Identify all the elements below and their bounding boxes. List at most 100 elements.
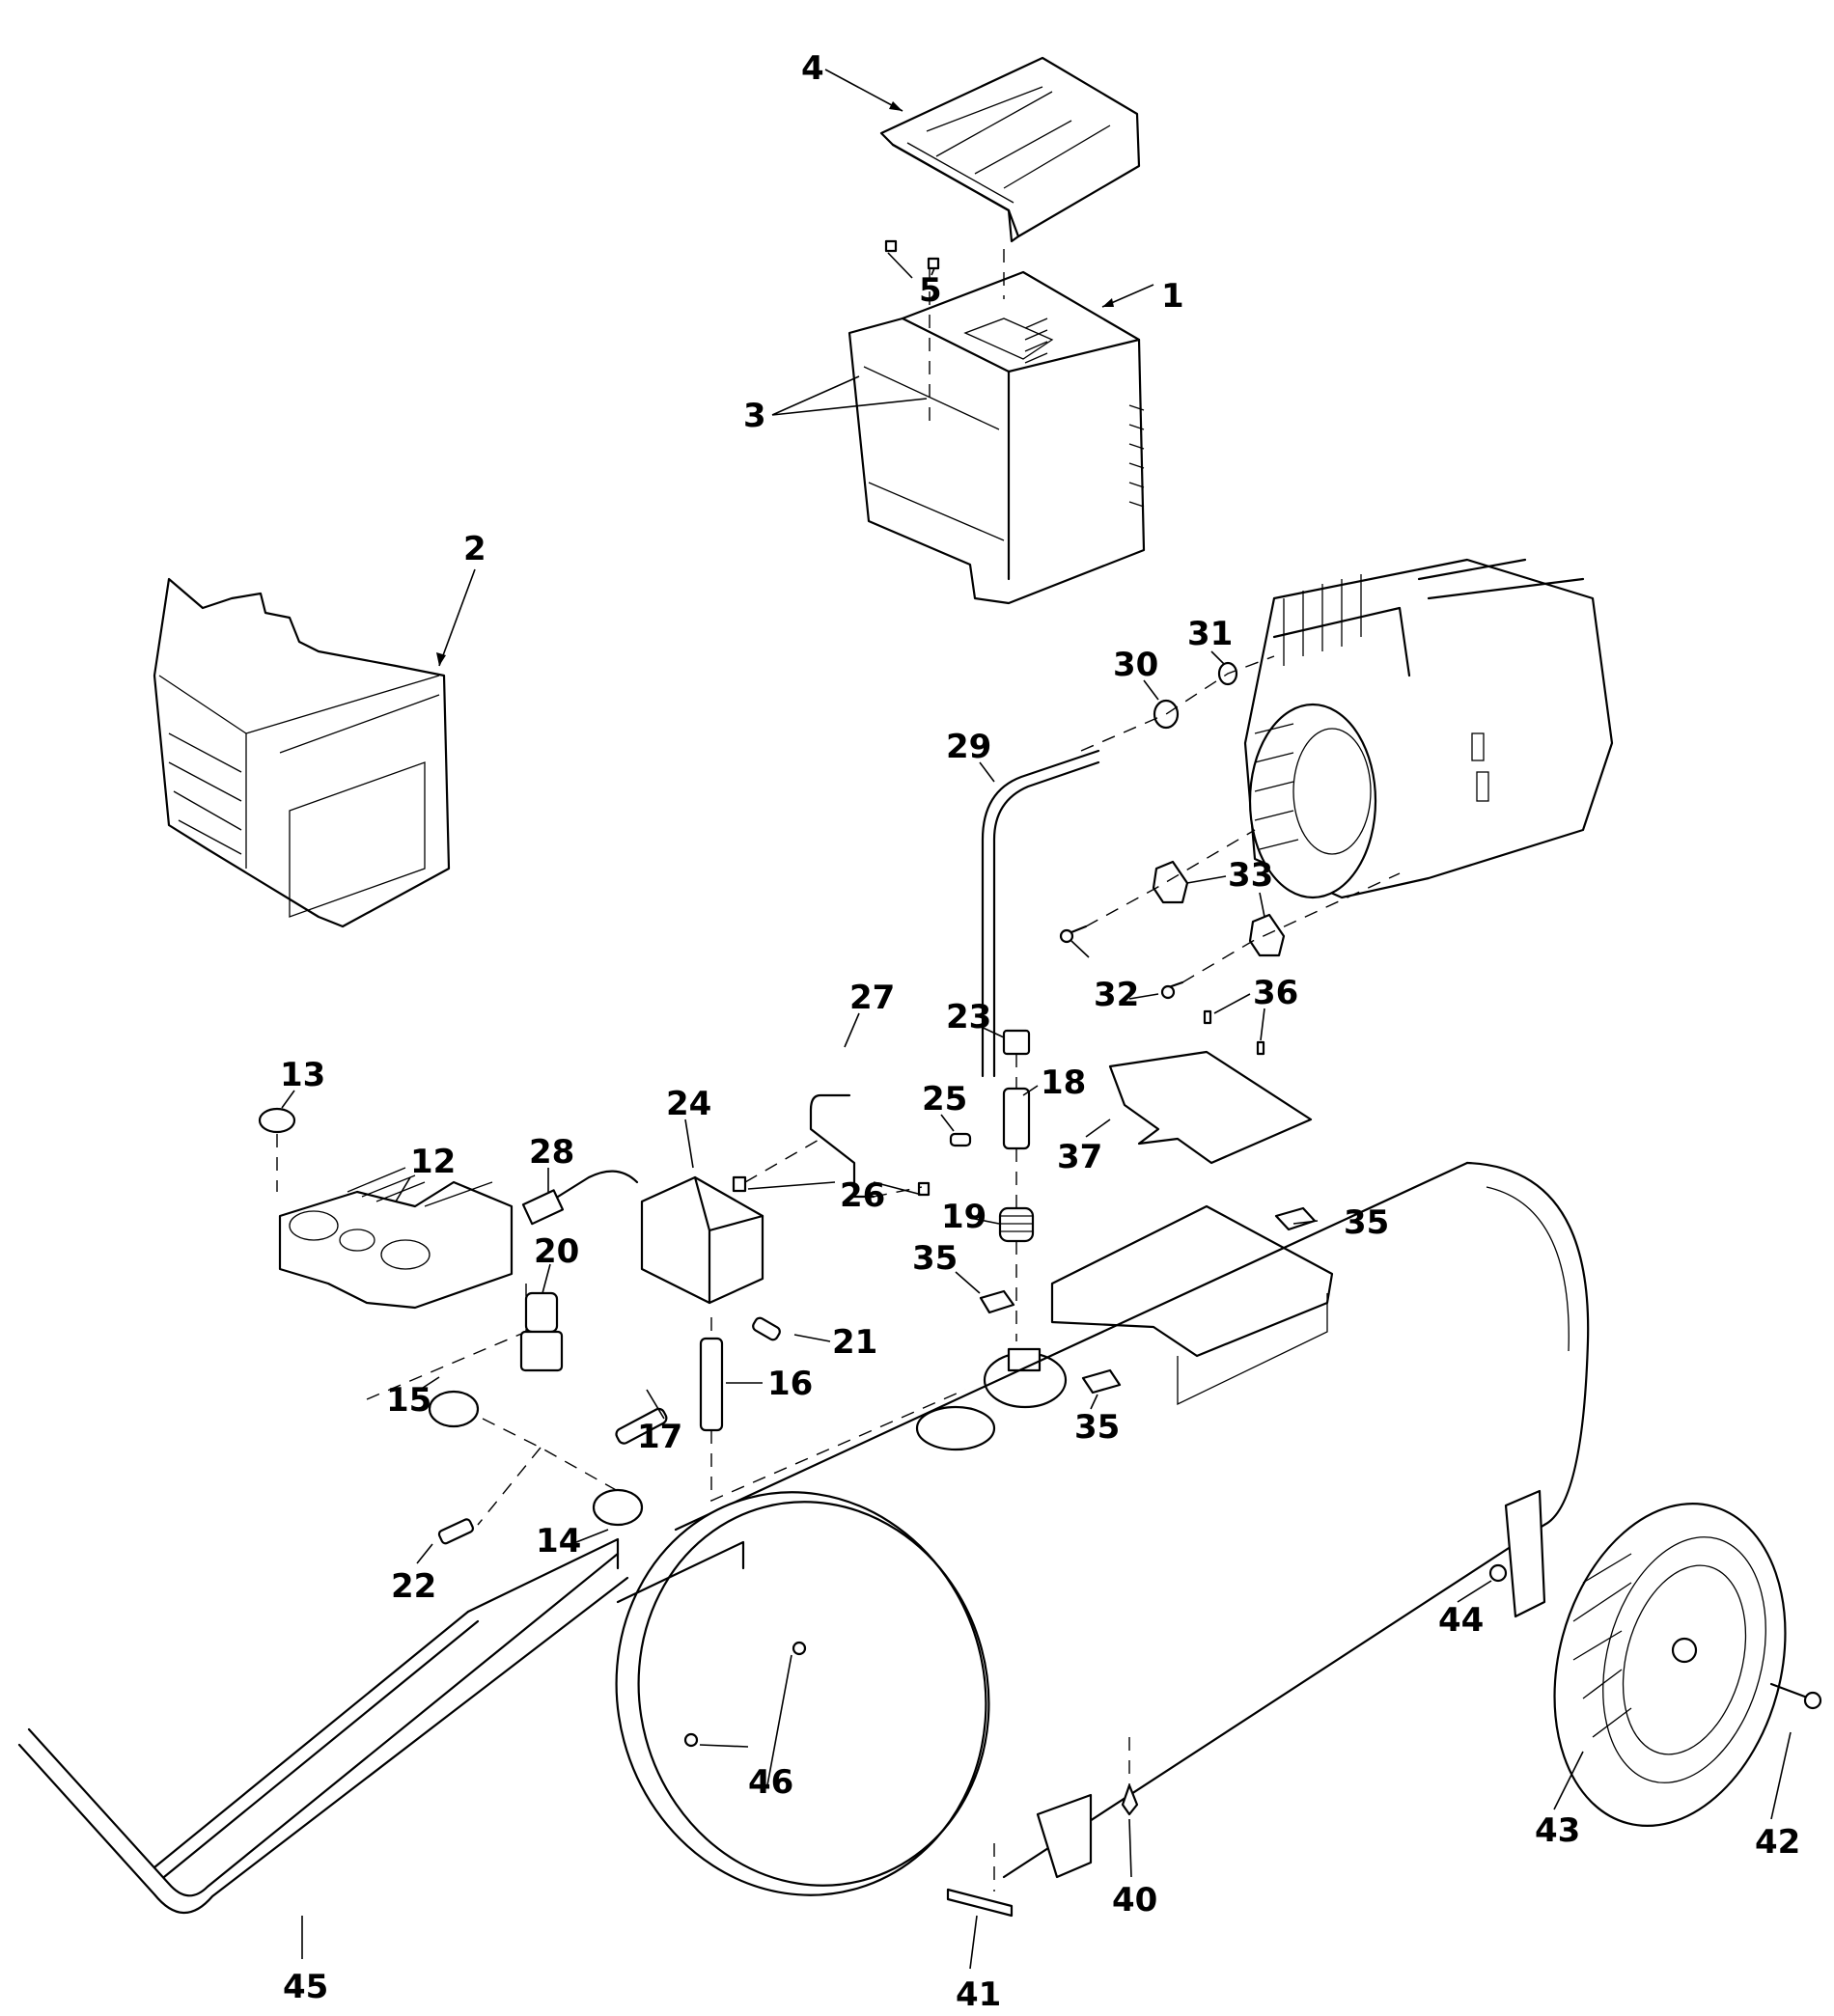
callout-35: 35 35 35 [912, 1203, 1389, 1447]
part-14-gauge [592, 1488, 644, 1527]
callout-44: 44 [1438, 1580, 1492, 1640]
label-16: 16 [767, 1365, 813, 1403]
part-42-axle-bolt [1769, 1682, 1822, 1710]
callout-4: 4 [801, 49, 903, 112]
callout-36: 36 [1213, 974, 1298, 1041]
part-41-rubber-foot [946, 1888, 1014, 1918]
callout-33: 33 [1186, 856, 1273, 918]
callout-15: 15 [386, 1376, 440, 1420]
label-44: 44 [1438, 1601, 1484, 1640]
callout-19: 19 [941, 1198, 1000, 1236]
label-35c: 35 [1074, 1408, 1120, 1447]
callout-37: 37 [1057, 1118, 1111, 1176]
label-4: 4 [801, 49, 824, 88]
label-1: 1 [1161, 277, 1184, 316]
mounting-bracket [1050, 1204, 1334, 1406]
label-25: 25 [922, 1080, 967, 1118]
pump-motor-assembly [1243, 558, 1614, 899]
part-16-manifold-tube [699, 1337, 724, 1432]
label-35b: 35 [912, 1239, 958, 1278]
label-41: 41 [956, 1975, 1001, 2014]
callout-5: 5 [887, 252, 942, 310]
part-19-spring [998, 1206, 1035, 1243]
part-27-unloader-tube [809, 1093, 875, 1199]
callout-30: 30 [1113, 646, 1159, 701]
callout-25: 25 [922, 1080, 967, 1132]
callout-26: 26 [747, 1176, 923, 1215]
part-13-gauge-ring [258, 1107, 296, 1134]
part-28-power-cord [521, 1170, 639, 1226]
part-18-check-valve [1002, 1087, 1031, 1150]
callout-13: 13 [280, 1056, 325, 1109]
part-46-screws [683, 1641, 807, 1748]
part-26-tube-nuts [732, 1175, 931, 1197]
label-26: 26 [840, 1176, 885, 1215]
callout-24: 24 [666, 1085, 711, 1169]
callouts: 1 2 3 4 5 12 13 14 [280, 49, 1800, 2014]
part-45-handle [17, 1537, 745, 1915]
callout-46: 46 [699, 1654, 793, 1802]
callout-40: 40 [1112, 1818, 1157, 1919]
label-29: 29 [946, 728, 991, 766]
part-5-fasteners [884, 239, 940, 270]
label-28: 28 [529, 1133, 574, 1172]
callout-12: 12 [395, 1143, 456, 1202]
label-37: 37 [1057, 1138, 1102, 1176]
part-37-insulator-plate [1108, 1050, 1313, 1165]
callout-18: 18 [1022, 1063, 1086, 1102]
part-35-pads [979, 1206, 1317, 1395]
label-27: 27 [849, 979, 895, 1017]
callout-16: 16 [726, 1365, 813, 1403]
label-42: 42 [1755, 1823, 1800, 1862]
callout-43: 43 [1535, 1751, 1584, 1850]
label-19: 19 [941, 1198, 986, 1236]
callout-1: 1 [1101, 277, 1184, 316]
part-43-wheel [1553, 1503, 1787, 1827]
label-5: 5 [919, 271, 942, 310]
part-40-drain-valve [1121, 1783, 1139, 1816]
callout-32: 32 [1070, 940, 1159, 1014]
part-4-tray [879, 56, 1141, 243]
callout-21: 21 [793, 1323, 877, 1362]
part-23-nut [1002, 1029, 1031, 1056]
callout-14: 14 [536, 1522, 609, 1560]
label-23: 23 [946, 998, 991, 1036]
callout-31: 31 [1187, 615, 1233, 665]
label-36: 36 [1253, 974, 1298, 1012]
part-36-screws [1203, 1009, 1265, 1056]
callout-42: 42 [1755, 1731, 1800, 1862]
callout-27: 27 [844, 979, 895, 1048]
tank-feet [1036, 1489, 1546, 1879]
callout-45: 45 [283, 1916, 328, 2006]
part-30-fitting [1153, 699, 1180, 730]
part-25-fitting [949, 1132, 972, 1147]
label-22: 22 [391, 1567, 436, 1606]
label-13: 13 [280, 1056, 325, 1094]
label-12: 12 [410, 1143, 456, 1181]
label-21: 21 [832, 1323, 877, 1362]
callout-23: 23 [946, 998, 1005, 1038]
label-33: 33 [1228, 856, 1273, 895]
part-22-quick-coupler [437, 1518, 475, 1545]
label-15: 15 [386, 1381, 431, 1420]
label-30: 30 [1113, 646, 1158, 684]
label-24: 24 [666, 1085, 711, 1123]
part-21-safety-valve [752, 1316, 781, 1341]
label-35a: 35 [1344, 1203, 1389, 1242]
part-2-front-cover [153, 577, 451, 928]
label-14: 14 [536, 1522, 581, 1560]
label-32: 32 [1094, 976, 1139, 1014]
label-43: 43 [1535, 1811, 1580, 1850]
part-24-pressure-switch [640, 1175, 764, 1305]
label-46: 46 [748, 1763, 793, 1802]
part-1-shroud [848, 270, 1146, 605]
part-20-regulator [519, 1291, 564, 1372]
label-20: 20 [534, 1232, 579, 1271]
label-18: 18 [1041, 1063, 1086, 1102]
label-17: 17 [637, 1418, 682, 1456]
label-45: 45 [283, 1968, 328, 2006]
callout-28: 28 [529, 1133, 574, 1192]
label-31: 31 [1187, 615, 1233, 653]
part-17-nipple [615, 1407, 668, 1445]
callout-2: 2 [436, 530, 486, 667]
